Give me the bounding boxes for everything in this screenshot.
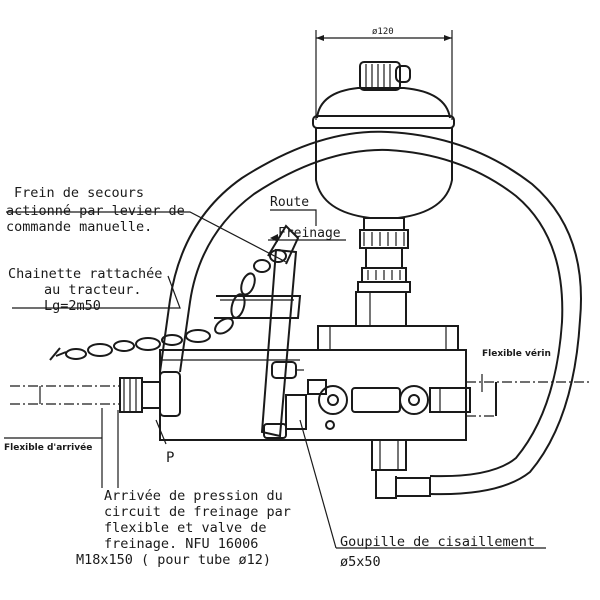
- hose-loop: [159, 130, 582, 496]
- flexible-arrivee-label: Flexible d'arrivée: [4, 442, 92, 453]
- goupille-label-line2: ø5x50: [340, 554, 381, 570]
- leader-lines: [4, 209, 546, 549]
- inlet-fitting: [10, 371, 181, 417]
- frein-label-line2: actionné par levier de: [6, 203, 185, 219]
- top-dimension: ø120: [315, 27, 453, 120]
- goupille-label-line1: Goupille de cisaillement: [340, 534, 535, 550]
- frein-label-line3: commande manuelle.: [6, 219, 152, 235]
- annotations: Frein de secours actionné par levier de …: [4, 185, 551, 570]
- arrivee-label-line3: flexible et valve de: [104, 520, 267, 536]
- chain: [49, 249, 287, 361]
- route-label: Route: [270, 195, 309, 210]
- arrivee-label-line2: circuit de freinage par: [104, 504, 291, 520]
- freinage-label: Freinage: [278, 226, 341, 241]
- chainette-label-line1: Chainette rattachée: [8, 266, 162, 282]
- valve-block: [159, 325, 471, 499]
- port-p-label: P: [166, 450, 174, 466]
- chainette-label-line3: Lg=2m50: [44, 298, 101, 314]
- flexible-verin-line: [466, 374, 590, 417]
- arrivee-label-line4: freinage. NFU 16006: [104, 536, 258, 552]
- chainette-label-line2: au tracteur.: [44, 282, 142, 298]
- arrivee-label-line5: M18x150 ( pour tube ø12): [76, 552, 271, 568]
- frein-label-line1: Frein de secours: [14, 185, 144, 201]
- top-dimension-label: ø120: [372, 27, 394, 37]
- arrivee-label-line1: Arrivée de pression du: [104, 488, 283, 504]
- hydraulic-accumulator: [312, 61, 455, 327]
- flexible-verin-label: Flexible vérin: [482, 348, 551, 359]
